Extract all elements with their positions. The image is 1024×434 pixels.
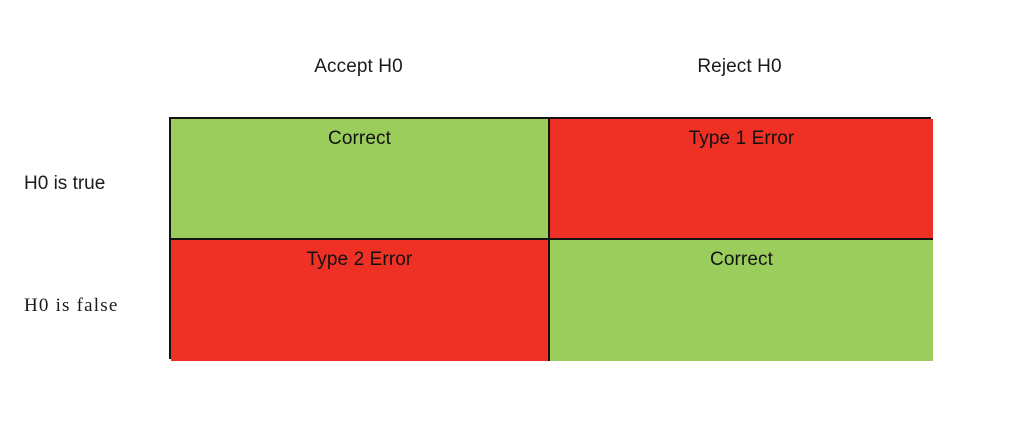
column-header-accept-h0: Accept H0 [314, 56, 403, 77]
row-label-h0-is-true: H0 is true [24, 173, 106, 194]
matrix-cell-false-accept: Type 2 Error [171, 240, 550, 361]
column-header-reject-h0: Reject H0 [697, 56, 782, 77]
matrix-cell-true-accept: Correct [171, 119, 550, 240]
matrix-cell-false-reject: Correct [550, 240, 933, 361]
matrix-cell-label-true-accept: Correct [328, 128, 391, 149]
matrix-cell-label-true-reject: Type 1 Error [688, 128, 795, 149]
matrix-cell-label-false-reject: Correct [710, 249, 773, 270]
error-matrix-grid: Correct Type 1 Error Type 2 Error Correc… [169, 117, 933, 361]
row-label-h0-is-false: H0 is false [24, 295, 119, 316]
matrix-cell-label-false-accept: Type 2 Error [306, 249, 413, 270]
matrix-cell-true-reject: Type 1 Error [550, 119, 933, 240]
